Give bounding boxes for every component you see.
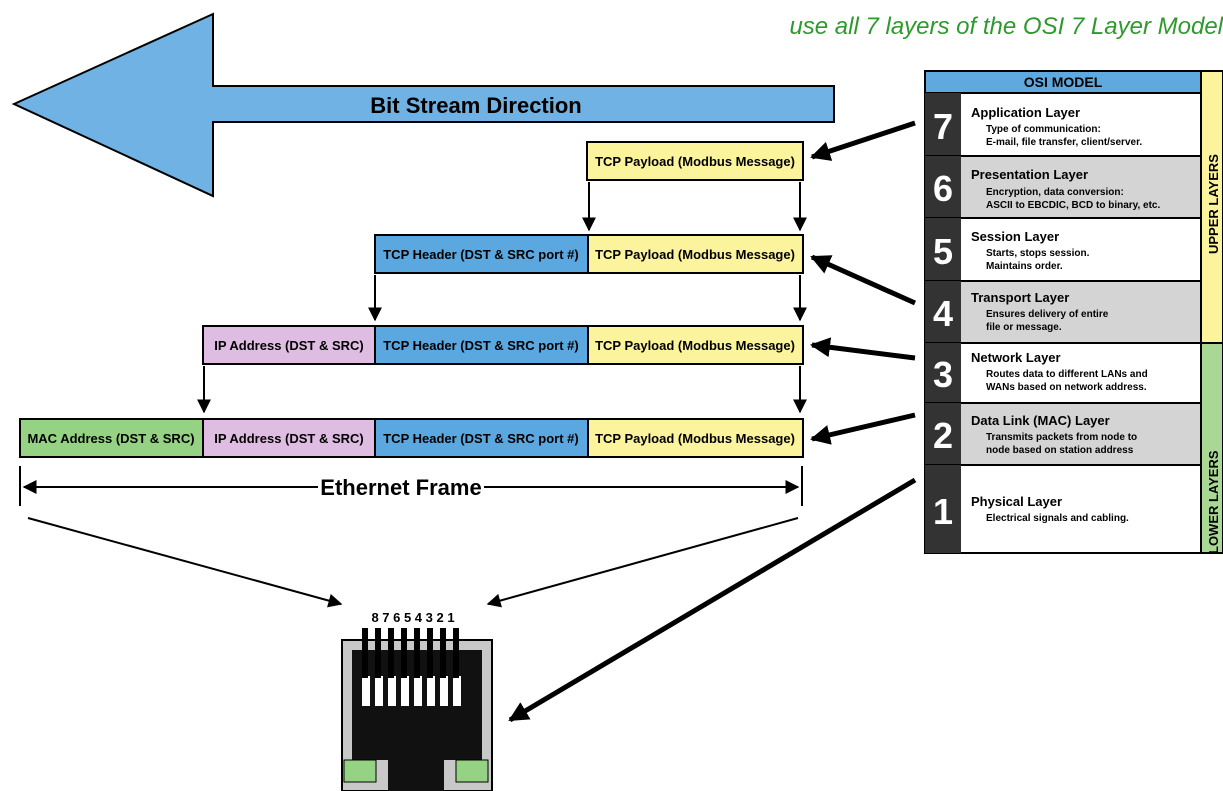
ip-address-label: IP Address (DST & SRC): [214, 338, 364, 353]
tcp-header-box: [374, 418, 589, 458]
osi-model-table: OSI MODEL UPPER LAYERS LOWER LAYERS 7 Ap…: [924, 70, 1223, 554]
layer-number: 5: [933, 231, 953, 272]
layer-desc: node based on station address: [986, 445, 1134, 456]
layer-name: Transport Layer: [971, 290, 1069, 305]
layer-name: Session Layer: [971, 229, 1059, 244]
layer-name: Presentation Layer: [971, 167, 1088, 182]
layer-number: 6: [933, 168, 953, 209]
pin-numbers: 8 7 6 5 4 3 2 1: [371, 610, 454, 625]
tcp-payload-label: TCP Payload (Modbus Message): [595, 338, 795, 353]
tcp-payload-label: TCP Payload (Modbus Message): [595, 154, 795, 169]
layer-number: 3: [933, 354, 953, 395]
layer-desc: Maintains order.: [986, 261, 1063, 272]
tcp-payload-box: [586, 141, 804, 181]
mac-address-box: [19, 418, 204, 458]
ethernet-frame-span: Ethernet Frame: [19, 466, 803, 506]
ethernet-frame-label: Ethernet Frame: [320, 475, 481, 500]
frame-row-4: MAC Address (DST & SRC) IP Address (DST …: [19, 418, 804, 458]
osi-layer-6: 6 Presentation Layer Encryption, data co…: [924, 155, 1202, 219]
osi-note: use all 7 layers of the OSI 7 Layer Mode…: [789, 13, 1223, 40]
layer-desc: Ensures delivery of entire: [986, 309, 1109, 320]
ip-address-label: IP Address (DST & SRC): [214, 431, 364, 446]
tcp-payload-box: [587, 325, 804, 365]
tcp-payload-box: [587, 234, 804, 274]
ip-address-box: [202, 418, 376, 458]
layer-number: 2: [933, 415, 953, 456]
frame-row-1: TCP Payload (Modbus Message): [586, 141, 804, 181]
layer-name: Physical Layer: [971, 494, 1062, 509]
layer-number: 7: [933, 106, 953, 147]
mac-address-label: MAC Address (DST & SRC): [27, 431, 194, 446]
tcp-header-box: [374, 325, 589, 365]
osi-layer-1: 1 Physical Layer Electrical signals and …: [924, 464, 1202, 554]
osi-model-title: OSI MODEL: [1024, 74, 1103, 90]
osi-layer-4: 4 Transport Layer Ensures delivery of en…: [924, 280, 1202, 344]
layer-desc: Transmits packets from node to: [986, 432, 1137, 443]
layer-desc: Electrical signals and cabling.: [986, 513, 1129, 524]
osi-layer-3: 3 Network Layer Routes data to different…: [924, 342, 1202, 404]
frame-row-3: IP Address (DST & SRC) TCP Header (DST &…: [202, 325, 804, 365]
osi-layer-7: 7 Application Layer Type of communicatio…: [924, 92, 1202, 157]
tcp-header-label: TCP Header (DST & SRC port #): [383, 247, 579, 262]
tcp-header-label: TCP Header (DST & SRC port #): [383, 338, 579, 353]
osi-layer-5: 5 Session Layer Starts, stops session. M…: [924, 217, 1202, 282]
tcp-header-label: TCP Header (DST & SRC port #): [383, 431, 579, 446]
layer-desc: Starts, stops session.: [986, 248, 1090, 259]
layer-number: 1: [933, 491, 953, 532]
bit-stream-label: Bit Stream Direction: [370, 93, 582, 118]
layer-name: Network Layer: [971, 350, 1061, 365]
tcp-payload-box: [587, 418, 804, 458]
lower-layers-label: LOWER LAYERS: [1206, 450, 1221, 554]
osi-layer-2: 2 Data Link (MAC) Layer Transmits packet…: [924, 402, 1202, 466]
layer-desc: E-mail, file transfer, client/server.: [986, 137, 1142, 148]
tcp-payload-label: TCP Payload (Modbus Message): [595, 431, 795, 446]
layer-number: 4: [933, 293, 953, 334]
layer-desc: Type of communication:: [986, 124, 1101, 135]
layer-desc: file or message.: [986, 322, 1062, 333]
rj45-connector-icon: 8 7 6 5 4 3 2 1: [341, 610, 493, 791]
layer-name: Data Link (MAC) Layer: [971, 413, 1110, 428]
upper-layers-label: UPPER LAYERS: [1206, 154, 1221, 254]
bit-stream-arrow: Bit Stream Direction: [11, 12, 835, 198]
layer-desc: Encryption, data conversion:: [986, 187, 1124, 198]
tcp-header-box: [374, 234, 589, 274]
layer-desc: WANs based on network address.: [986, 382, 1147, 393]
tcp-payload-label: TCP Payload (Modbus Message): [595, 247, 795, 262]
layer-name: Application Layer: [971, 105, 1080, 120]
layer-desc: ASCII to EBCDIC, BCD to binary, etc.: [986, 200, 1160, 211]
frame-row-2: TCP Header (DST & SRC port #) TCP Payloa…: [374, 234, 804, 274]
layer-desc: Routes data to different LANs and: [986, 369, 1148, 380]
